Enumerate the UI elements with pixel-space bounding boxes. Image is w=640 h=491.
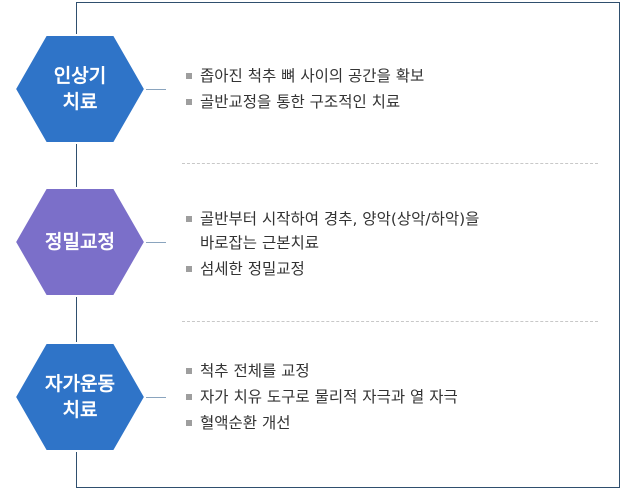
bullet-item: 골반부터 시작하여 경추, 양악(상악/하악)을 바로잡는 근본치료 xyxy=(186,207,479,255)
connector-line xyxy=(146,397,166,398)
connector-line xyxy=(146,89,166,90)
bullet-item: 자가 치유 도구로 물리적 자극과 열 자극 xyxy=(186,385,458,409)
bullet-item: 좁아진 척추 뼈 사이의 공간을 확보 xyxy=(186,64,424,88)
bullet-list-3: 척추 전체를 교정 자가 치유 도구로 물리적 자극과 열 자극 혈액순환 개선 xyxy=(186,359,458,437)
section-divider xyxy=(182,321,598,322)
section-divider xyxy=(182,163,598,164)
connector-line xyxy=(146,242,166,243)
section-title: 인상기 치료 xyxy=(14,33,146,145)
bullet-item: 혈액순환 개선 xyxy=(186,411,458,435)
bullet-item: 골반교정을 통한 구조적인 치료 xyxy=(186,90,424,114)
section-title-line: 치료 xyxy=(62,91,98,113)
section-hexagon-2: 정밀교정 xyxy=(14,186,146,298)
section-title-line: 정밀교정 xyxy=(45,231,115,253)
bullet-item: 척추 전체를 교정 xyxy=(186,359,458,383)
section-title: 자가운동 치료 xyxy=(14,341,146,453)
bullet-item: 섬세한 정밀교정 xyxy=(186,257,479,281)
bullet-list-1: 좁아진 척추 뼈 사이의 공간을 확보 골반교정을 통한 구조적인 치료 xyxy=(186,64,424,116)
section-title-line: 치료 xyxy=(62,399,98,421)
hexagon-shape xyxy=(14,187,146,297)
hexagon-shape xyxy=(14,342,146,452)
hexagon-shape xyxy=(14,34,146,144)
section-hexagon-1: 인상기 치료 xyxy=(14,33,146,145)
bullet-list-2: 골반부터 시작하여 경추, 양악(상악/하악)을 바로잡는 근본치료 섬세한 정… xyxy=(186,207,479,283)
content-frame xyxy=(76,2,620,488)
section-title: 정밀교정 xyxy=(14,186,146,298)
section-title-line: 인상기 xyxy=(53,65,107,87)
section-title-line: 자가운동 xyxy=(45,373,115,395)
section-hexagon-3: 자가운동 치료 xyxy=(14,341,146,453)
